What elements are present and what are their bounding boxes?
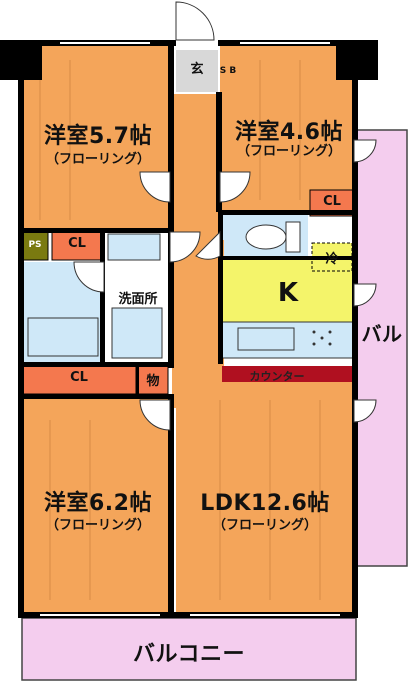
ldk-floor-label: （フローリング） [212, 518, 317, 533]
bottom-balcony [21, 617, 357, 681]
kitchen-label: K [277, 278, 299, 308]
bedroom3-floor [22, 398, 170, 612]
counter-label: カウンター [249, 370, 305, 383]
storage-label: 物 [146, 374, 160, 389]
hallway-floor [172, 240, 224, 408]
bedroom2-closet-label: CL [323, 194, 341, 209]
bathtub [27, 317, 99, 357]
washroom-label: 洗面所 [118, 292, 158, 307]
pipe-space [21, 231, 49, 261]
side-balcony [354, 129, 408, 567]
floor-texture [39, 60, 321, 600]
bedroom1-name: 洋室5.7帖 [44, 124, 152, 149]
bottom-balcony-label: バルコニー [132, 642, 246, 667]
bar-counter [222, 366, 354, 382]
ldk-floor [176, 382, 354, 612]
bedroom3-closet-label: CL [70, 370, 88, 385]
entrance-label: 玄 [190, 62, 204, 77]
bedroom2-name: 洋室4.6帖 [235, 120, 343, 145]
bedroom2-floor-label: （フローリング） [236, 144, 341, 159]
bedroom3-name: 洋室6.2帖 [44, 491, 152, 516]
bedroom1-closet [51, 231, 103, 261]
doors [73, 1, 377, 431]
fridge-label: 冷 [325, 252, 339, 267]
bedroom3-closet [21, 365, 137, 395]
bedroom1-floor [22, 44, 170, 230]
bedroom1-closet-label: CL [68, 236, 86, 251]
shoebox-label: S B [219, 66, 237, 76]
entrance-floor [176, 50, 218, 92]
bedroom3-floor-label: （フローリング） [45, 518, 150, 533]
sink [237, 327, 295, 351]
pipe-space-label: PS [28, 240, 42, 250]
washing-machine [111, 307, 163, 359]
stove [312, 330, 332, 346]
ldk-name: LDK12.6帖 [200, 491, 330, 516]
walls [0, 40, 378, 618]
corridor-floor [170, 94, 220, 240]
side-balcony-label: バル [361, 322, 403, 346]
washbasin [107, 233, 161, 261]
toilet [245, 221, 301, 253]
windows [40, 42, 340, 616]
bedroom1-floor-label: （フローリング） [45, 152, 150, 167]
storage-box [137, 365, 169, 395]
